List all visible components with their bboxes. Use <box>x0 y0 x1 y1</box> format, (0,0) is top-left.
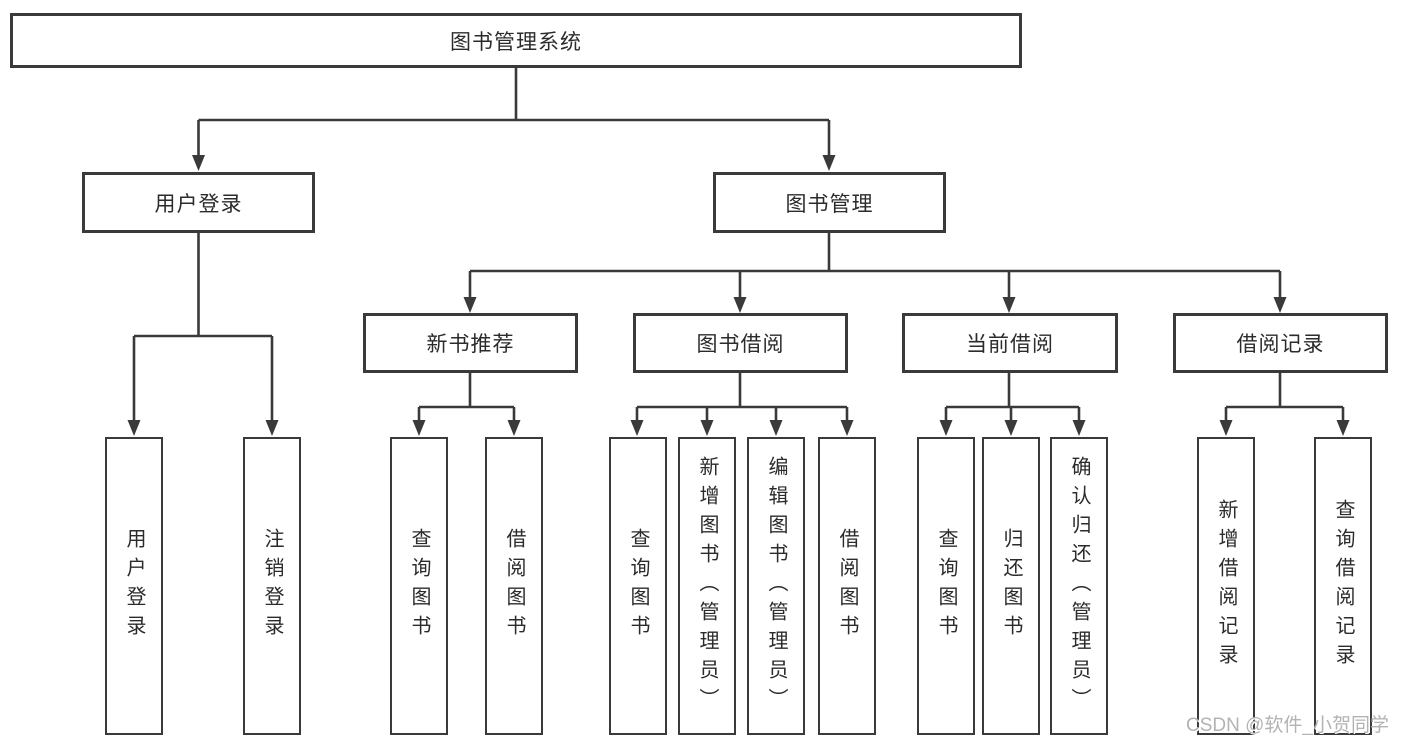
node-label: 注销登录 <box>261 528 283 644</box>
leaf-return-books: 归还图书 <box>982 437 1040 735</box>
node-book-management-branch: 图书管理 <box>713 172 946 233</box>
node-label: 图书管理 <box>785 192 874 216</box>
leaf-query-books-2: 查询图书 <box>609 437 667 735</box>
node-label: 查询图书 <box>935 528 957 644</box>
node-label: 查询图书 <box>627 528 649 644</box>
node-label: 编辑图书（管理员） <box>765 455 787 717</box>
leaf-logout: 注销登录 <box>243 437 301 735</box>
node-label: 新增借阅记录 <box>1215 499 1237 673</box>
leaf-borrow-books-2: 借阅图书 <box>818 437 876 735</box>
node-new-book-recommend: 新书推荐 <box>363 313 578 373</box>
node-label: 确认归还（管理员） <box>1068 455 1090 717</box>
node-borrowing-records: 借阅记录 <box>1173 313 1388 373</box>
node-label: 借阅图书 <box>503 528 525 644</box>
node-label: 借阅记录 <box>1236 333 1325 356</box>
node-label: 新书推荐 <box>426 333 515 356</box>
leaf-user-login: 用户登录 <box>105 437 163 735</box>
node-label: 用户登录 <box>123 528 145 644</box>
leaf-edit-books-admin: 编辑图书（管理员） <box>747 437 805 735</box>
leaf-query-books-1: 查询图书 <box>390 437 448 735</box>
node-label: 图书管理系统 <box>450 30 582 54</box>
node-label: 图书借阅 <box>696 333 785 356</box>
node-label: 用户登录 <box>154 192 243 216</box>
leaf-confirm-return-admin: 确认归还（管理员） <box>1050 437 1108 735</box>
csdn-watermark: CSDN @软件_小贺同学 <box>1186 715 1389 736</box>
leaf-query-borrow-record: 查询借阅记录 <box>1314 437 1372 735</box>
node-label: 借阅图书 <box>836 528 858 644</box>
node-current-borrowing: 当前借阅 <box>902 313 1118 373</box>
node-label: 归还图书 <box>1000 528 1022 644</box>
node-label: 查询图书 <box>408 528 430 644</box>
node-book-borrowing: 图书借阅 <box>633 313 848 373</box>
leaf-borrow-books-1: 借阅图书 <box>485 437 543 735</box>
leaf-query-books-3: 查询图书 <box>917 437 975 735</box>
node-label: 新增图书（管理员） <box>696 455 718 717</box>
node-label: 查询借阅记录 <box>1332 499 1354 673</box>
node-user-login-branch: 用户登录 <box>82 172 315 233</box>
node-library-management-system: 图书管理系统 <box>10 13 1022 68</box>
leaf-add-books-admin: 新增图书（管理员） <box>678 437 736 735</box>
node-label: 当前借阅 <box>966 333 1054 356</box>
leaf-add-borrow-record: 新增借阅记录 <box>1197 437 1255 735</box>
